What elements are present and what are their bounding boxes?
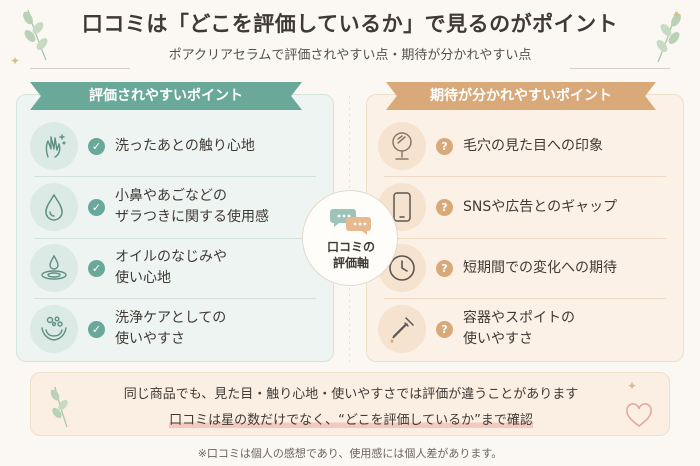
row-divider — [34, 238, 316, 239]
question-icon: ? — [436, 198, 453, 216]
right-item-line: SNSや広告とのギャップ — [463, 198, 618, 215]
right-item-text: 容器やスポイトの 使いやすさ — [463, 308, 575, 350]
row-divider — [384, 176, 666, 177]
heart-icon — [626, 403, 652, 427]
row-divider — [34, 298, 316, 299]
leaf-decoration-top-left-icon — [23, 9, 48, 61]
row-divider — [34, 176, 316, 177]
right-item-2: ? SNSや広告とのギャップ — [378, 177, 674, 237]
bottom-line-2-highlight: 口コミは星の数だけでなく、“どこを評価しているか”まで確認 — [169, 413, 533, 428]
center-badge: 口コミの 評価軸 — [302, 190, 398, 286]
left-item-line: 小鼻やあごなどの — [115, 188, 227, 204]
page-subtitle: ポアクリアセラムで評価されやすい点・期待が分かれやすい点 — [168, 48, 532, 63]
leaf-decoration-top-right-icon — [656, 11, 681, 63]
oil-drop-icon — [30, 244, 78, 292]
left-panel-heading: 評価されやすいポイント — [30, 82, 302, 110]
right-item-line: 毛穴の見た目への印象 — [463, 137, 603, 154]
left-item-2: ✓ 小鼻やあごなどの ザラつきに関する使用感 — [30, 177, 320, 237]
bottom-summary-box: 同じ商品でも、見た目・触り心地・使いやすさでは評価が違うことがあります 口コミは… — [30, 372, 670, 436]
speech-bubbles-icon — [330, 209, 371, 235]
water-drop-icon — [30, 183, 78, 231]
sparkle-icon: ✦ — [627, 379, 638, 393]
right-item-1: ? 毛穴の見た目への印象 — [378, 116, 674, 176]
left-item-text: 洗浄ケアとしての 使いやすさ — [115, 308, 226, 350]
dropper-icon — [378, 305, 426, 353]
center-label-line: 評価軸 — [332, 256, 369, 270]
right-item-line: 使いやすさ — [463, 331, 533, 347]
right-item-4: ? 容器やスポイトの 使いやすさ — [378, 299, 674, 359]
left-item-line: ザラつきに関する使用感 — [115, 209, 269, 225]
subtitle-rule-right — [570, 68, 670, 69]
leaf-decoration-icon — [50, 386, 68, 428]
sparkle-icon: ✦ — [672, 8, 683, 22]
left-item-text: 小鼻やあごなどの ザラつきに関する使用感 — [115, 186, 269, 228]
subtitle-rule-left — [30, 68, 130, 69]
right-item-line: 短期間での変化への期待 — [463, 259, 617, 276]
check-icon: ✓ — [88, 198, 105, 216]
hand-sparkle-icon — [30, 122, 78, 170]
left-item-1: ✓ 洗ったあとの触り心地 — [30, 116, 320, 176]
left-item-line: 使いやすさ — [115, 331, 185, 347]
right-item-3: ? 短期間での変化への期待 — [378, 238, 674, 298]
row-divider — [384, 298, 666, 299]
check-icon: ✓ — [88, 259, 105, 277]
left-item-text: 洗ったあとの触り心地 — [115, 136, 255, 157]
page-title: 口コミは「どこを評価しているか」で見るのがポイント — [81, 12, 619, 36]
question-icon: ? — [436, 259, 453, 277]
sparkle-icon: ✦ — [10, 54, 21, 68]
right-item-text: 短期間での変化への期待 — [463, 258, 617, 279]
left-item-line: 洗ったあとの触り心地 — [115, 137, 255, 154]
bottom-line-2: 口コミは星の数だけでなく、“どこを評価しているか”まで確認 — [31, 409, 671, 428]
left-item-3: ✓ オイルのなじみや 使い心地 — [30, 238, 320, 298]
left-item-4: ✓ 洗浄ケアとしての 使いやすさ — [30, 299, 320, 359]
footnote: ※口コミは個人の感想であり、使用感には個人差があります。 — [197, 447, 503, 460]
mirror-icon — [378, 122, 426, 170]
bottom-line-1: 同じ商品でも、見た目・触り心地・使いやすさでは評価が違うことがあります — [123, 387, 579, 402]
row-divider — [384, 238, 666, 239]
left-item-line: オイルのなじみや — [115, 249, 227, 265]
left-item-line: 使い心地 — [115, 270, 171, 286]
right-panel-heading: 期待が分かれやすいポイント — [386, 82, 656, 110]
right-item-text: 毛穴の見た目への印象 — [463, 136, 603, 157]
right-item-line: 容器やスポイトの — [463, 310, 575, 326]
question-icon: ? — [436, 137, 453, 155]
right-item-text: SNSや広告とのギャップ — [463, 197, 617, 218]
center-label-line: 口コミの — [326, 240, 375, 254]
left-item-line: 洗浄ケアとしての — [115, 310, 227, 326]
center-label: 口コミの 評価軸 — [303, 239, 399, 271]
check-icon: ✓ — [88, 137, 105, 155]
check-icon: ✓ — [88, 320, 105, 338]
question-icon: ? — [436, 320, 453, 338]
hands-bubbles-icon — [30, 305, 78, 353]
left-item-text: オイルのなじみや 使い心地 — [115, 247, 227, 289]
